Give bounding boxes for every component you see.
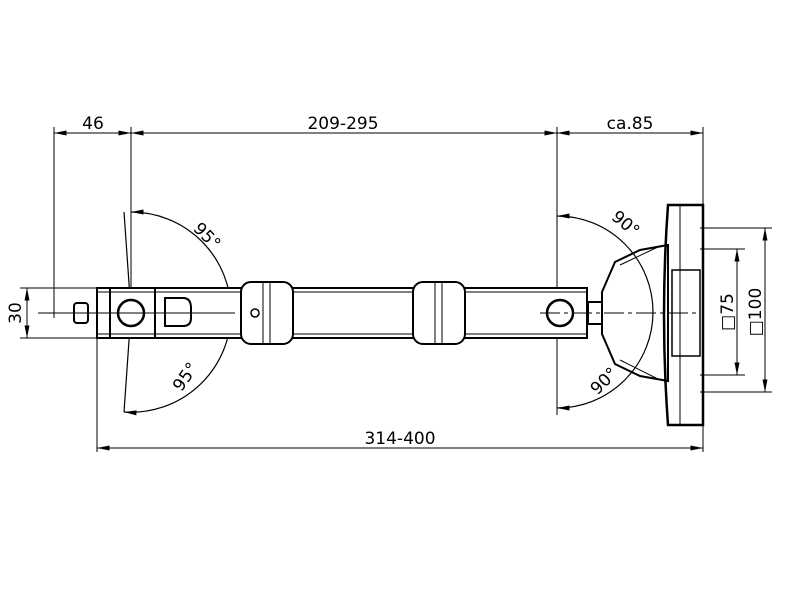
dim-arm-length: 209-295 — [307, 114, 378, 134]
dim-overall-length: 314-400 — [364, 429, 435, 449]
clamp-1 — [240, 281, 294, 345]
extension-lines — [20, 127, 772, 452]
arm-tube — [38, 287, 700, 339]
dimension-lines — [24, 130, 768, 451]
dim-plate-outer: □100 — [746, 288, 766, 337]
angle-left-lower: 95° — [169, 359, 203, 395]
angle-left-upper: 95° — [189, 219, 224, 254]
dim-left-offset: 46 — [82, 114, 104, 134]
dim-plate-inner: □75 — [718, 293, 738, 331]
angle-right-upper: 90° — [607, 207, 643, 242]
dim-tube-height: 30 — [6, 302, 26, 324]
angle-right-lower: 90° — [587, 364, 622, 399]
dim-mount-depth: ca.85 — [607, 114, 654, 134]
clamp-2 — [412, 281, 466, 345]
wall-mount — [587, 203, 705, 427]
